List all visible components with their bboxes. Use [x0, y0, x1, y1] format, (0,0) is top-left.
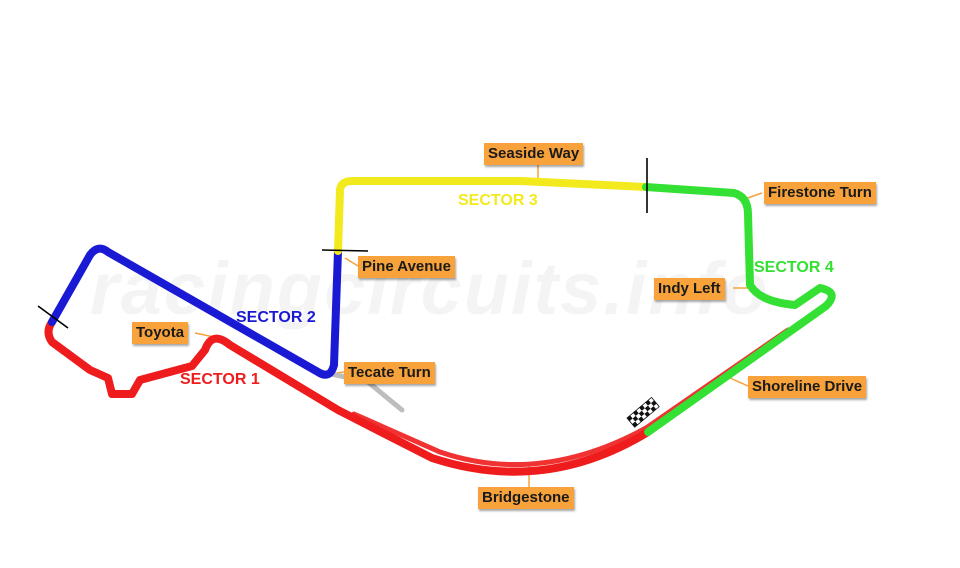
sector-marker-1-2: [37, 305, 69, 329]
corner-label-toyota: Toyota: [132, 322, 189, 344]
corner-label-bridgestone: Bridgestone: [478, 487, 574, 509]
sector-3-track: [334, 177, 650, 255]
sector-1-label: SECTOR 1: [180, 371, 260, 388]
corner-label-tecate-turn: Tecate Turn: [344, 362, 435, 384]
sector-3-label: SECTOR 3: [458, 192, 538, 209]
sector-marker-2-3: [321, 249, 369, 252]
corner-label-seaside-way: Seaside Way: [484, 143, 584, 165]
corner-label-indy-left: Indy Left: [654, 278, 725, 300]
sector-4-track: [642, 183, 836, 436]
pit-straight-inner-line: [351, 327, 791, 467]
corner-label-shoreline-drive: Shoreline Drive: [748, 376, 867, 398]
sector-2-track: [48, 244, 342, 379]
sector-2-label: SECTOR 2: [236, 309, 316, 326]
sector-1-track: [44, 318, 652, 476]
sector-markers: [37, 158, 648, 329]
corner-label-firestone-turn: Firestone Turn: [764, 182, 876, 204]
start-finish-line: [626, 396, 660, 428]
corner-label-pine-avenue: Pine Avenue: [358, 256, 455, 278]
sector-4-label: SECTOR 4: [754, 259, 834, 276]
